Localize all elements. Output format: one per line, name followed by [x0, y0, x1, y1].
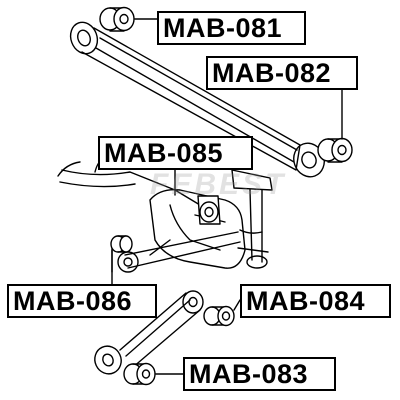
bushing-mab-084 [203, 299, 241, 327]
part-label-mab-082: MAB-082 [206, 56, 358, 90]
bushing-mab-086 [110, 235, 133, 285]
bushing-mab-083 [123, 362, 184, 386]
bushing-mab-081 [99, 6, 158, 32]
part-label-mab-085: MAB-085 [98, 136, 253, 170]
part-label-mab-086: MAB-086 [7, 284, 157, 318]
watermark: FEBEST [150, 168, 287, 201]
bushing-mab-082 [317, 89, 353, 163]
lower-trailing-link [94, 290, 204, 375]
part-label-mab-083: MAB-083 [183, 357, 336, 391]
part-label-mab-081: MAB-081 [157, 11, 306, 45]
bushing-mab-085 [174, 144, 221, 225]
lower-lateral-link [111, 231, 241, 273]
part-label-mab-084: MAB-084 [240, 284, 391, 318]
